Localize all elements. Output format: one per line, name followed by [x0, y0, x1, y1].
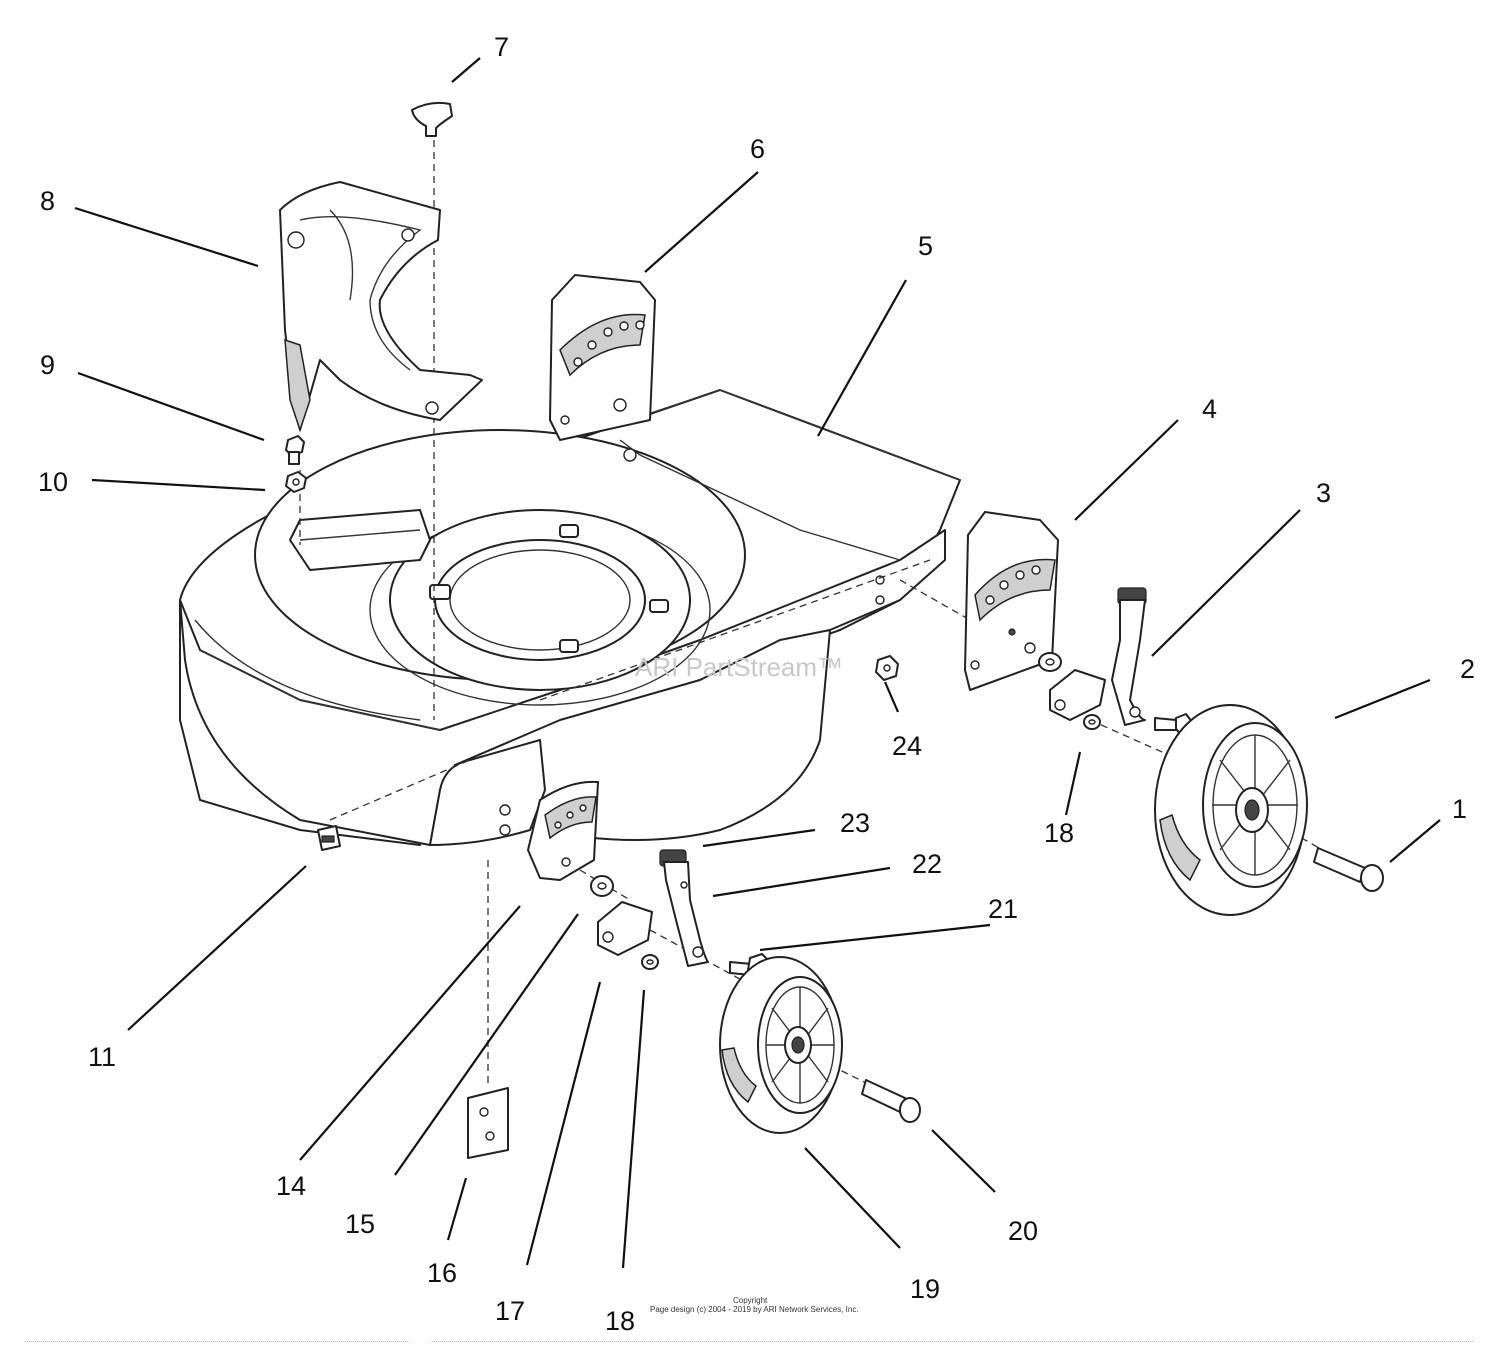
- callout-8: 8: [40, 186, 55, 216]
- watermark: ARI PartStream™: [635, 652, 843, 682]
- callout-18-rear: 18: [1044, 818, 1074, 848]
- front-spacer-15-part: [590, 875, 614, 897]
- copyright-notice: Page design (c) 2004 - 2019 by ARI Netwo…: [650, 1305, 859, 1314]
- nut-10-part: [285, 471, 307, 493]
- callout-9: 9: [40, 350, 55, 380]
- callout-5: 5: [918, 231, 933, 261]
- callout-22: 22: [912, 849, 942, 879]
- knob-part: [411, 101, 453, 137]
- washer-18-front-part: [641, 954, 659, 970]
- callout-15: 15: [345, 1209, 375, 1239]
- clip-11-part: [317, 825, 341, 851]
- front-axle-bracket-17-part: [597, 901, 653, 956]
- pad-16-part: [467, 1087, 509, 1159]
- chute-cover-part: [279, 181, 483, 433]
- footer-rule-left: [25, 1341, 410, 1342]
- callout-11: 11: [88, 1042, 116, 1072]
- rear-wheel-part: [1154, 704, 1308, 916]
- callout-1: 1: [1452, 794, 1467, 824]
- front-axle-bolt-20-part: [861, 1079, 921, 1123]
- callout-16: 16: [427, 1258, 457, 1288]
- callout-3: 3: [1316, 478, 1331, 508]
- washer-18-rear-part: [1083, 714, 1101, 730]
- callout-17: 17: [495, 1296, 525, 1326]
- height-bracket-4-part: [964, 511, 1059, 691]
- axle-lever-3-part: [1049, 587, 1147, 726]
- footer-rule-right: [430, 1341, 1475, 1342]
- nut-24-part: [875, 655, 899, 681]
- mower-deck: [179, 389, 961, 846]
- front-wheel-part: [719, 956, 843, 1134]
- lever-22-part: [659, 849, 709, 967]
- callout-labels: 1 2 3 4 5 6 7 8 9 10 11 14 15 16 17 18 1…: [38, 32, 1475, 1336]
- front-plate-14-part: [527, 780, 599, 881]
- height-bracket-6-part: [549, 274, 656, 441]
- front-wheel-spokes: [766, 987, 834, 1103]
- leader-lines: [74, 57, 1441, 1269]
- callout-18-front: 18: [605, 1306, 635, 1336]
- callout-14: 14: [276, 1171, 306, 1201]
- rear-spacer-part: [1008, 628, 1062, 672]
- bolt-9-part: [285, 435, 305, 465]
- callout-23: 23: [840, 808, 870, 838]
- callout-7: 7: [494, 32, 509, 62]
- rear-wheel-spokes: [1212, 735, 1298, 875]
- callout-2: 2: [1460, 654, 1475, 684]
- callout-6: 6: [750, 134, 765, 164]
- callout-24: 24: [892, 731, 922, 761]
- callout-19: 19: [910, 1274, 940, 1304]
- copyright-title: Copyright: [733, 1296, 768, 1305]
- rear-axle-bolt-part: [1313, 847, 1384, 892]
- callout-20: 20: [1008, 1216, 1038, 1246]
- callout-4: 4: [1202, 394, 1217, 424]
- callout-10: 10: [38, 467, 68, 497]
- callout-21: 21: [988, 894, 1018, 924]
